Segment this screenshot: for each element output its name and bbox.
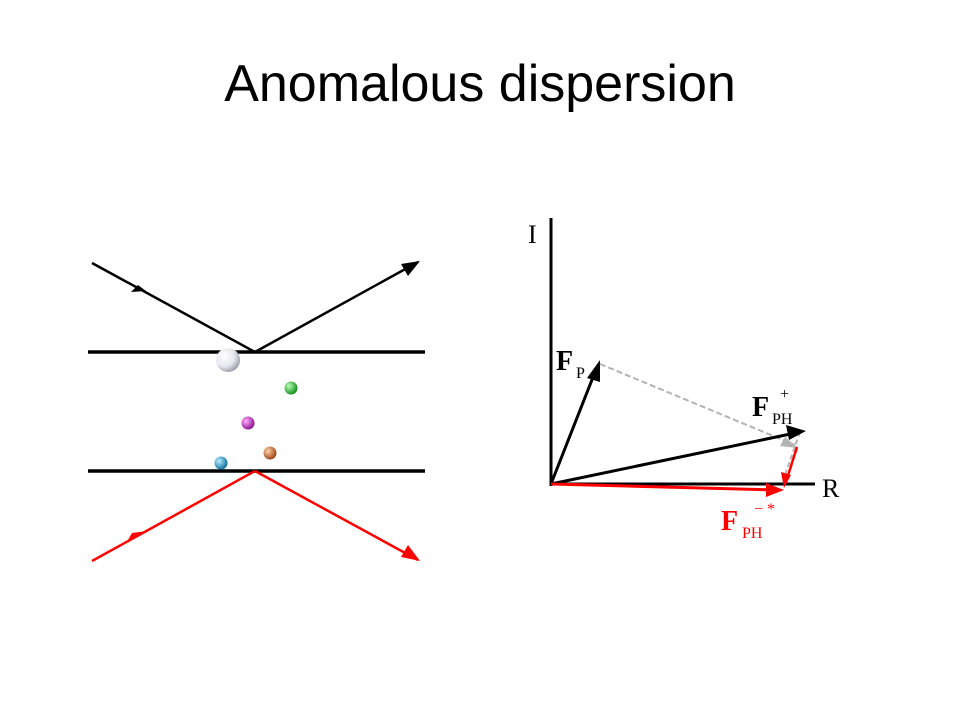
reflected-ray-black xyxy=(254,260,419,354)
scattering-planes-panel xyxy=(88,260,425,563)
anomalous-red-arrowhead xyxy=(781,472,791,488)
incident-ray-red xyxy=(91,469,256,563)
atom-orange xyxy=(263,446,277,460)
atom-magenta xyxy=(241,416,255,430)
fph-minus-vector xyxy=(550,482,779,492)
dashed-arrowhead xyxy=(780,437,798,448)
heavy-atom-contribution-dashed xyxy=(599,363,796,446)
fp-arrowhead xyxy=(587,360,600,382)
imaginary-axis-label: I xyxy=(528,220,537,249)
dashed-return-line xyxy=(783,431,801,479)
incident-ray-black xyxy=(91,261,256,354)
real-axis-label: R xyxy=(822,474,840,503)
heavy-atom xyxy=(216,348,240,372)
incident-arrowhead-red xyxy=(128,531,147,540)
argand-vector-panel: I R F P F PH + F PH − * xyxy=(528,218,840,542)
fph-minus-arrowhead xyxy=(766,483,784,497)
svg-text:+: + xyxy=(780,386,789,403)
fph-plus-vector xyxy=(550,430,801,486)
atom-cyan xyxy=(214,456,228,470)
incident-arrowhead-black xyxy=(131,285,146,292)
fp-label: F P xyxy=(556,346,585,382)
svg-text:F: F xyxy=(752,392,769,423)
fph-plus-label: F PH + xyxy=(752,386,793,428)
atom-green xyxy=(284,381,298,395)
reflected-ray-red xyxy=(254,469,419,562)
reflected-arrowhead-black xyxy=(401,261,420,276)
svg-text:F: F xyxy=(721,506,738,537)
svg-text:P: P xyxy=(576,365,585,382)
fph-minus-label: F PH − * xyxy=(721,501,775,542)
svg-text:F: F xyxy=(556,346,573,377)
svg-text:PH: PH xyxy=(742,525,763,542)
fph-plus-arrowhead xyxy=(786,425,806,440)
svg-text:− *: − * xyxy=(754,501,775,518)
svg-text:PH: PH xyxy=(772,411,793,428)
slide-title: Anomalous dispersion xyxy=(224,55,736,113)
fp-vector xyxy=(549,366,599,485)
reflected-arrowhead-red xyxy=(401,545,420,561)
